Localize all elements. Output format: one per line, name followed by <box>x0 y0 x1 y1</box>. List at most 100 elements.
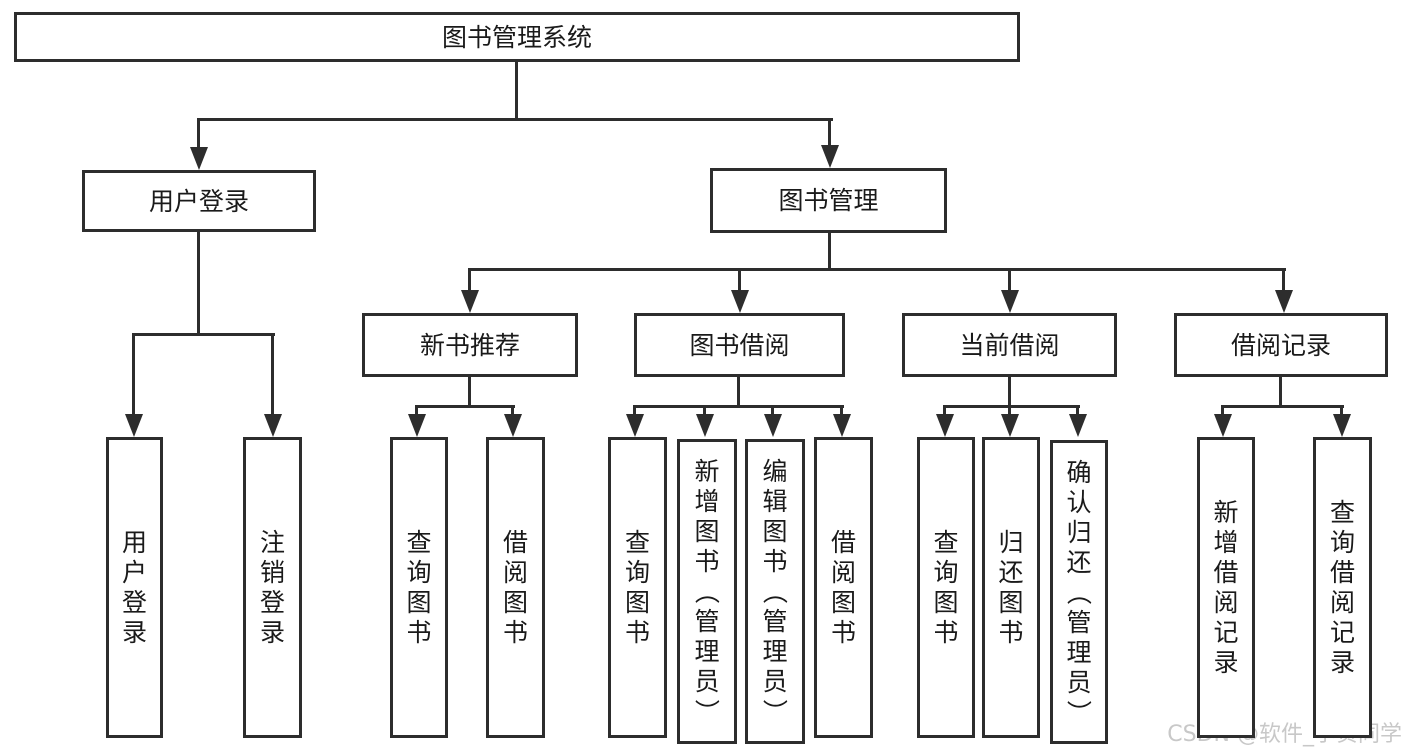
connector-arrowhead <box>1001 290 1019 313</box>
vertical-label-char: 书 <box>502 618 528 647</box>
vertical-label-char: 登 <box>121 588 147 617</box>
vertical-label-char: 图 <box>998 588 1024 617</box>
connector-arrowhead <box>833 414 851 437</box>
vertical-label-char: 书 <box>998 618 1024 647</box>
vertical-label-char: 登 <box>259 588 285 617</box>
vertical-label-char: 询 <box>1329 528 1355 557</box>
vertical-label-char: 书 <box>694 547 720 576</box>
node-bb-query-books: 查询图书 <box>608 437 667 738</box>
node-cb-query-books: 查询图书 <box>917 437 975 738</box>
connector-arrowhead <box>1069 414 1087 437</box>
connector-line <box>828 118 831 148</box>
vertical-label-char: 录 <box>121 618 147 647</box>
vertical-label-char: 询 <box>406 558 432 587</box>
vertical-label-char: 理 <box>1066 637 1092 667</box>
vertical-label-char: 阅 <box>502 558 528 587</box>
connector-line <box>468 268 471 294</box>
vertical-label-char: 录 <box>1329 648 1355 677</box>
connector-line <box>197 118 200 150</box>
connector-line <box>1340 405 1343 417</box>
connector-arrowhead <box>821 145 839 168</box>
connector-line <box>633 405 844 408</box>
connector-line <box>1076 405 1079 417</box>
connector-arrowhead <box>1214 414 1232 437</box>
vertical-label-char: 书 <box>624 618 650 647</box>
vertical-label-char: （ <box>1064 579 1094 605</box>
connector-line <box>738 268 741 294</box>
vertical-label-char: 管 <box>694 607 720 636</box>
vertical-label-char: 户 <box>121 558 147 587</box>
vertical-label-char: 用 <box>121 528 147 557</box>
vertical-label-char: 确 <box>1066 457 1092 487</box>
connector-line <box>1008 377 1011 407</box>
connector-line <box>943 405 1080 408</box>
node-cb-return-books: 归还图书 <box>982 437 1040 738</box>
node-library-management-system: 图书管理系统 <box>14 12 1020 62</box>
node-current-borrowing: 当前借阅 <box>902 313 1117 377</box>
vertical-label-char: 查 <box>624 528 650 557</box>
connector-line <box>828 233 831 270</box>
vertical-label-char: 记 <box>1213 618 1239 647</box>
vertical-label-char: 增 <box>1213 528 1239 557</box>
vertical-label-char: 管 <box>1066 607 1092 637</box>
connector-line <box>1221 405 1224 417</box>
vertical-label-char: 管 <box>762 607 788 636</box>
vertical-label-char: ） <box>692 698 722 725</box>
vertical-label-char: 图 <box>762 517 788 546</box>
connector-line <box>1221 405 1344 408</box>
vertical-label-char: 录 <box>259 618 285 647</box>
vertical-label-char: 借 <box>1329 558 1355 587</box>
connector-line <box>511 405 514 417</box>
vertical-label-char: 理 <box>762 637 788 666</box>
connector-line <box>132 333 275 336</box>
vertical-label-char: 录 <box>1213 648 1239 677</box>
vertical-label-char: 新 <box>1213 498 1239 527</box>
vertical-label-char: （ <box>692 578 722 605</box>
vertical-label-char: 编 <box>762 457 788 486</box>
vertical-label-char: 阅 <box>1213 588 1239 617</box>
vertical-label-char: 图 <box>830 588 856 617</box>
vertical-label-char: ） <box>1064 699 1094 725</box>
connector-arrowhead <box>264 414 282 437</box>
vertical-label-char: 归 <box>998 528 1024 557</box>
vertical-label-char: 阅 <box>830 558 856 587</box>
connector-line <box>943 405 946 417</box>
vertical-label-char: 查 <box>933 528 959 557</box>
vertical-label-char: 图 <box>406 588 432 617</box>
vertical-label-char: （ <box>760 578 790 605</box>
connector-arrowhead <box>504 414 522 437</box>
connector-line <box>515 62 518 118</box>
vertical-label-char: 图 <box>502 588 528 617</box>
connector-arrowhead <box>1275 290 1293 313</box>
connector-arrowhead <box>626 414 644 437</box>
vertical-label-char: 借 <box>830 528 856 557</box>
node-br-add-borrow-record: 新增借阅记录 <box>1197 437 1255 738</box>
node-new-book-recommendation: 新书推荐 <box>362 313 578 377</box>
vertical-label-char: 图 <box>933 588 959 617</box>
connector-line <box>132 333 135 416</box>
vertical-label-char: 记 <box>1329 618 1355 647</box>
node-br-query-borrow-record: 查询借阅记录 <box>1313 437 1372 738</box>
node-bb-edit-books-admin: 编辑图书（管理员） <box>745 439 805 744</box>
node-book-management: 图书管理 <box>710 168 947 233</box>
connector-line <box>197 232 200 335</box>
connector-arrowhead <box>731 290 749 313</box>
connector-arrowhead <box>764 414 782 437</box>
vertical-label-char: 借 <box>1213 558 1239 587</box>
connector-line <box>633 405 636 417</box>
connector-arrowhead <box>1001 414 1019 437</box>
node-user-login-action: 用户登录 <box>106 437 163 738</box>
vertical-label-char: 销 <box>259 558 285 587</box>
vertical-label-char: 还 <box>998 558 1024 587</box>
connector-line <box>197 118 833 121</box>
node-nbr-query-books: 查询图书 <box>390 437 448 738</box>
connector-line <box>1008 268 1011 294</box>
vertical-label-char: 注 <box>259 528 285 557</box>
connector-line <box>703 405 706 417</box>
node-bb-borrow-books: 借阅图书 <box>814 437 873 738</box>
node-nbr-borrow-books: 借阅图书 <box>486 437 545 738</box>
vertical-label-char: 书 <box>406 618 432 647</box>
connector-line <box>1008 405 1011 417</box>
connector-arrowhead <box>190 147 208 170</box>
